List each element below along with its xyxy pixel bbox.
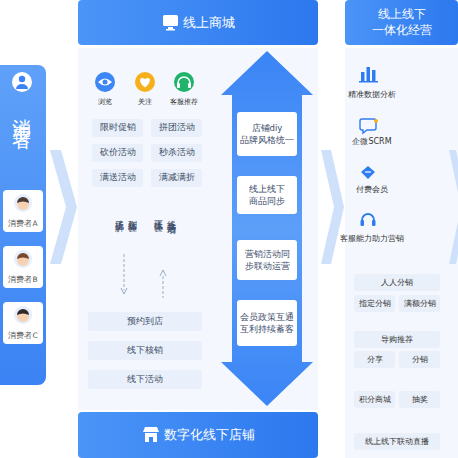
tag-button: 线下活动 bbox=[88, 370, 202, 389]
consumer-box: 消费者B bbox=[3, 246, 43, 288]
person-icon bbox=[19, 76, 25, 82]
node-text: 线上线下联动直播 bbox=[365, 436, 429, 447]
consumer-box: 消费者C bbox=[3, 302, 43, 344]
label-text: 企微SCRM bbox=[337, 136, 407, 147]
double-arrow bbox=[221, 51, 313, 406]
node-text: 消费者B bbox=[8, 275, 37, 288]
tag-button: 线上线下联动直播 bbox=[354, 433, 440, 450]
node-text: 会员政策互通 互利持续蓄客 bbox=[240, 311, 294, 336]
tag-button: 抽奖 bbox=[399, 391, 440, 408]
header-box: 线上商城 bbox=[78, 0, 318, 45]
tag-button: 拼团活动 bbox=[151, 119, 202, 137]
label-text: 线上参与活动 bbox=[165, 213, 177, 219]
node-text: 积分商城 bbox=[359, 394, 391, 405]
label-text: 关注 bbox=[130, 97, 160, 107]
tag-button: 人人分销 bbox=[354, 274, 440, 291]
label-text: 线上了解 bbox=[113, 213, 125, 217]
label-text: 精准数据分析 bbox=[337, 89, 407, 100]
node-text: 线上线下 商品同步 bbox=[240, 183, 294, 208]
mall-panel bbox=[78, 48, 318, 410]
node-text: 分享 bbox=[367, 354, 383, 365]
node-text: 数字化线下店铺 bbox=[142, 426, 255, 444]
tag-button: 积分商城 bbox=[354, 391, 395, 408]
node-text: 满减满折 bbox=[159, 172, 195, 184]
node-text: 消费者C bbox=[8, 331, 37, 344]
member-icon bbox=[361, 166, 375, 179]
node-text: 分销 bbox=[412, 354, 428, 365]
header-box: 数字化线下店铺 bbox=[78, 412, 318, 458]
node-text: 砍价活动 bbox=[100, 147, 136, 159]
avatar-icon bbox=[14, 194, 32, 324]
flow-chevron bbox=[321, 150, 344, 264]
node-text: 导购推荐 bbox=[381, 334, 413, 345]
monitor-icon bbox=[163, 15, 178, 31]
feature-box: 会员政策互通 互利持续蓄客 bbox=[237, 300, 297, 346]
ops-panel bbox=[345, 48, 458, 458]
node-text: 消费者A bbox=[8, 219, 37, 232]
label-text: 客服能力助力营销 bbox=[332, 233, 412, 244]
node-text: 限时促销 bbox=[100, 122, 136, 134]
flow-chevron bbox=[449, 150, 458, 264]
node-text: 线下核销 bbox=[127, 345, 163, 357]
node-text: 线上商城 bbox=[161, 14, 235, 32]
chart-icon bbox=[359, 67, 378, 83]
tag-button: 指定分销 bbox=[354, 295, 395, 312]
node-text: 线上线下 一体化经营 bbox=[367, 7, 437, 38]
node-text: 线下活动 bbox=[127, 374, 163, 386]
flow-chevron bbox=[50, 150, 77, 264]
label-text: 付费会员 bbox=[337, 184, 407, 195]
tag-button: 限时促销 bbox=[92, 119, 143, 137]
feature-box: 店铺diy 品牌风格统一 bbox=[237, 112, 297, 156]
tag-button: 满减满折 bbox=[151, 169, 202, 187]
node-text: 营销活动同 步联动运营 bbox=[240, 248, 294, 273]
label-text: 客服推荐 bbox=[164, 97, 204, 107]
node-text: 预约到店 bbox=[127, 316, 163, 328]
node-text: 消费者 bbox=[10, 103, 36, 121]
tag-button: 分销 bbox=[399, 351, 440, 368]
tag-button: 砍价活动 bbox=[92, 144, 143, 162]
tag-button: 线下核销 bbox=[88, 341, 202, 360]
node-text: 满额分销 bbox=[404, 298, 436, 309]
node-text: 拼团活动 bbox=[159, 122, 195, 134]
tag-button: 秒杀活动 bbox=[151, 144, 202, 162]
heart-icon bbox=[135, 72, 155, 92]
node-text: 人人分销 bbox=[381, 277, 413, 288]
node-text: 指定分销 bbox=[359, 298, 391, 309]
store-icon bbox=[143, 427, 159, 442]
feature-box: 线上线下 商品同步 bbox=[237, 176, 297, 214]
label-text: 到店体验 bbox=[126, 213, 138, 217]
label-text: 浏览 bbox=[90, 97, 120, 107]
consumer-band: 消费者消费者A 消费者B 消费者C bbox=[0, 65, 46, 385]
headset-icon bbox=[174, 72, 194, 92]
tag-button: 分享 bbox=[354, 351, 395, 368]
person-icon bbox=[16, 84, 28, 89]
eye-icon bbox=[95, 72, 115, 92]
dashed-arrow bbox=[121, 254, 166, 298]
header-box: 线上线下 一体化经营 bbox=[345, 0, 458, 45]
person-icon bbox=[12, 72, 32, 92]
tag-button: 满额分销 bbox=[399, 295, 440, 312]
tag-button: 预约到店 bbox=[88, 312, 202, 331]
consumer-box: 消费者A bbox=[3, 190, 43, 232]
feature-box: 营销活动同 步联动运营 bbox=[237, 240, 297, 280]
node-text: 店铺diy 品牌风格统一 bbox=[240, 122, 294, 147]
node-text: 秒杀活动 bbox=[159, 147, 195, 159]
chat-icon bbox=[360, 119, 378, 133]
label-text: 线下体验 bbox=[152, 213, 164, 217]
headset-icon bbox=[361, 214, 376, 226]
tag-button: 导购推荐 bbox=[354, 331, 440, 348]
node-text: 抽奖 bbox=[412, 394, 428, 405]
tag-button: 满送活动 bbox=[92, 169, 143, 187]
node-text: 满送活动 bbox=[100, 172, 136, 184]
